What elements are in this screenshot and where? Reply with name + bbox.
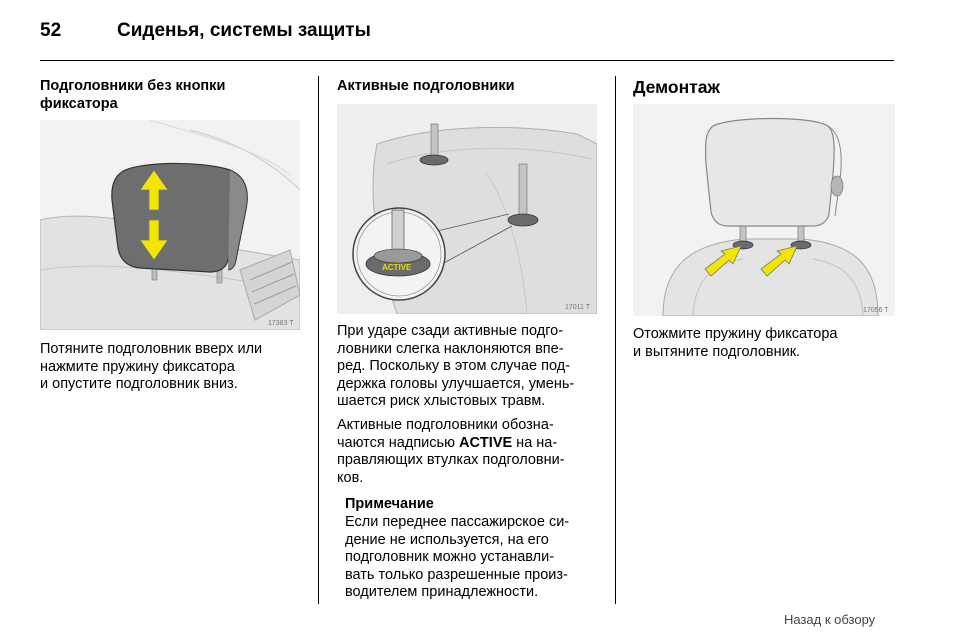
- figure-code: 17383 T: [268, 320, 294, 327]
- heading-line: Подголовники без кнопки: [40, 78, 226, 94]
- section-heading-removal: Демонтаж: [633, 77, 720, 97]
- text-line: чаются надписью ACTIVE на на-: [337, 435, 565, 453]
- column-divider-1: [318, 76, 319, 604]
- text-line: дение не используется, на его: [345, 531, 549, 548]
- back-to-overview-link[interactable]: Назад к обзору: [784, 612, 876, 627]
- figure-removal: 17056 T: [633, 104, 895, 316]
- text-span: на на-: [512, 434, 558, 451]
- active-label: ACTIVE: [382, 263, 412, 272]
- note-title: Примечание: [345, 496, 434, 512]
- headrest-illustration: 17383 T: [40, 120, 300, 330]
- figure-headrest-no-latch: 17383 T: [40, 120, 300, 330]
- text-line: и вытяните подголовник.: [633, 343, 801, 360]
- text-line: водителем принадлежности.: [345, 584, 539, 601]
- heading-line: фиксатора: [40, 96, 118, 112]
- text-line: ков.: [337, 469, 364, 486]
- col2-para1: При ударе сзади активные подго- ловники …: [337, 323, 574, 411]
- figure-code: 17011 T: [565, 304, 591, 311]
- text-line: Потяните подголовник вверх или: [40, 341, 263, 357]
- text-line: подголовник можно устанавли-: [345, 549, 555, 566]
- text-line: держка головы улучшается, умень-: [337, 375, 575, 392]
- figure-code: 17056 T: [863, 307, 889, 314]
- col1-text: Потяните подголовник вверх или нажмите п…: [40, 341, 262, 394]
- text-line: Если переднее пассажирское си-: [345, 514, 570, 530]
- page-title: Сиденья, системы защиты: [117, 20, 371, 41]
- text-line: шается риск хлыстовых травм.: [337, 393, 546, 410]
- text-line: ловники слегка наклоняются впе-: [337, 340, 564, 357]
- text-line: вать только разрешенные произ-: [345, 566, 568, 583]
- text-line: При ударе сзади активные подго-: [337, 323, 564, 339]
- note-text: Если переднее пассажирское си- дение не …: [345, 514, 569, 602]
- text-line: Отожмите пружину фиксатора: [633, 326, 838, 342]
- section-heading-active: Активные подголовники: [337, 78, 515, 94]
- page-number: 52: [40, 20, 62, 41]
- text-line: нажмите пружину фиксатора: [40, 358, 235, 375]
- active-keyword: ACTIVE: [458, 434, 513, 451]
- text-span: чаются надписью: [337, 434, 459, 451]
- column-divider-2: [615, 76, 616, 604]
- col2-para2: Активные подголовники обозна- чаются над…: [337, 417, 565, 487]
- active-headrest-illustration: ACTIVE 17011 T: [337, 104, 597, 314]
- col3-text: Отожмите пружину фиксатора и вытяните по…: [633, 326, 837, 361]
- text-line: и опустите подголовник вниз.: [40, 376, 238, 393]
- text-line: правляющих втулках подголовни-: [337, 452, 565, 469]
- section-heading-no-latch: Подголовники без кнопки фиксатора: [40, 77, 225, 113]
- figure-active-headrest: ACTIVE 17011 T: [337, 104, 597, 314]
- removal-illustration: 17056 T: [633, 104, 895, 316]
- text-line: Активные подголовники обозна-: [337, 417, 554, 433]
- header-rule: [40, 60, 894, 61]
- text-line: ред. Поскольку в этом случае под-: [337, 358, 571, 375]
